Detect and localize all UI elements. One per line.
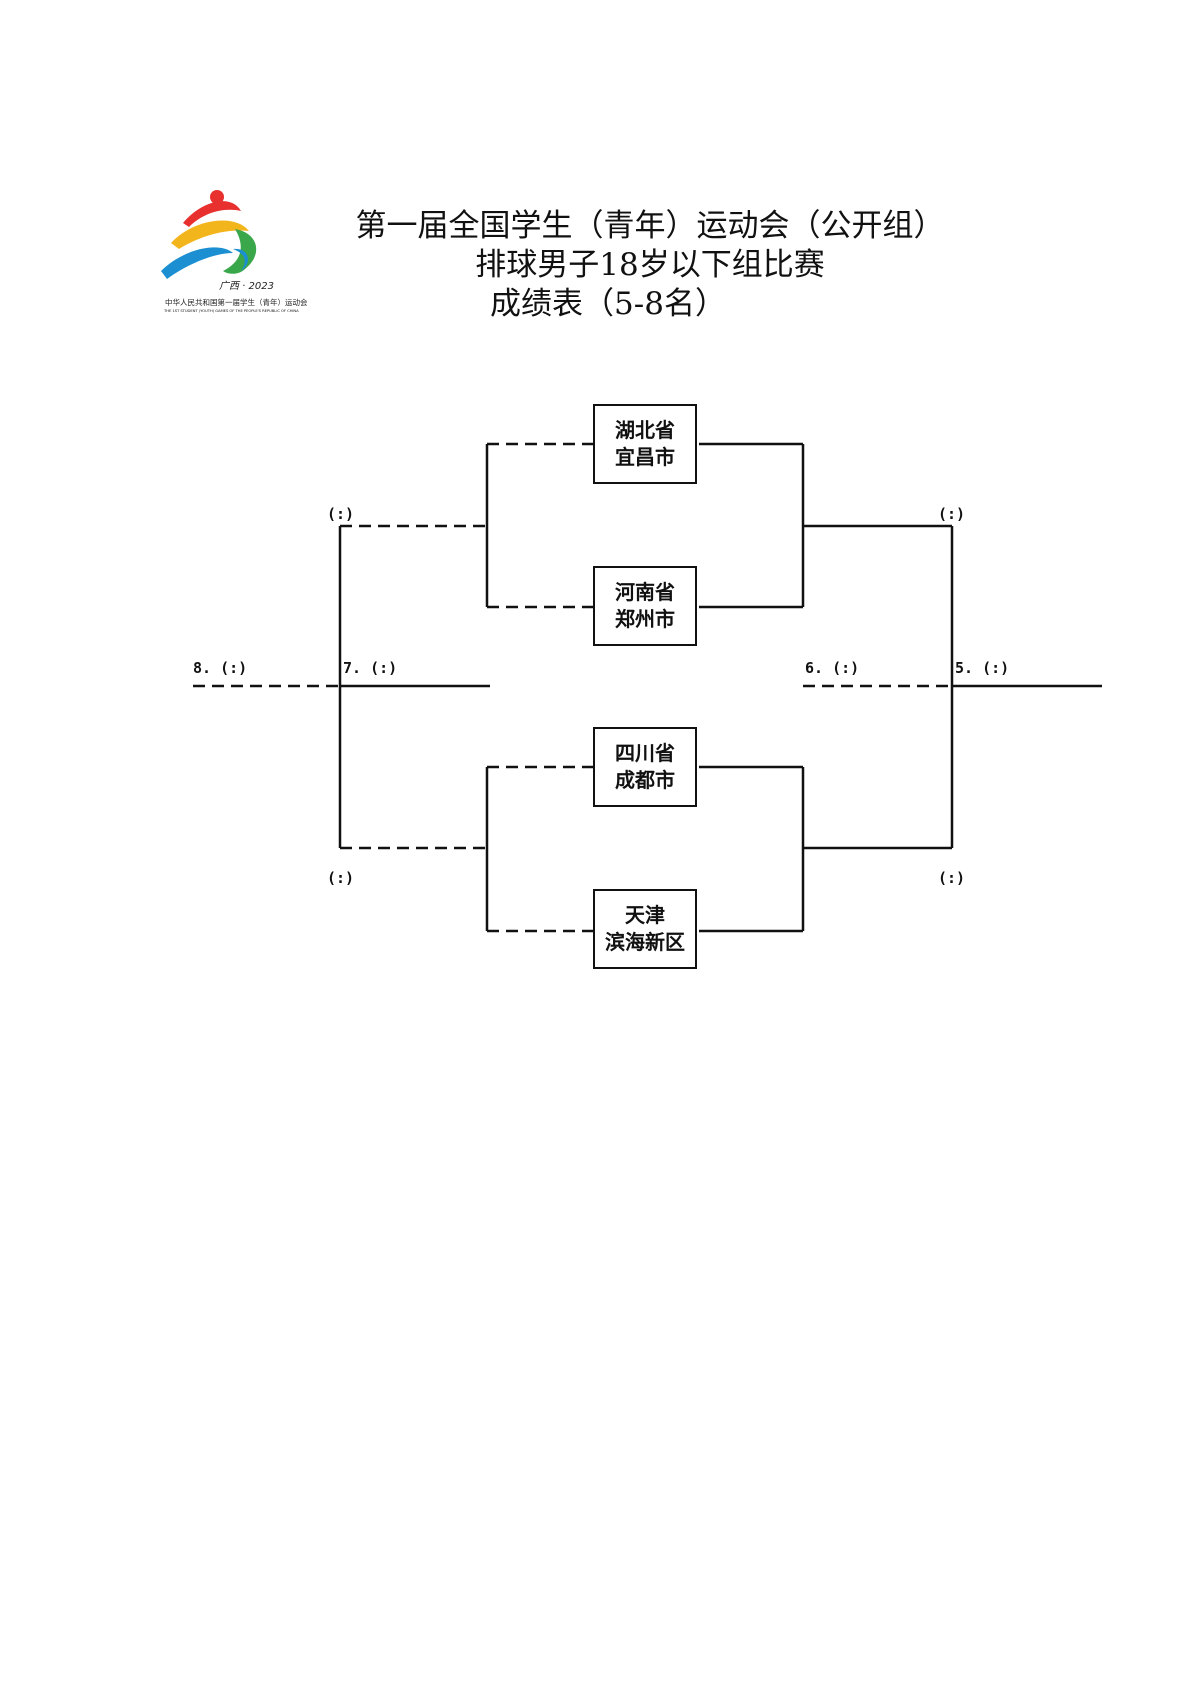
games-logo: 广西 · 2023 中华人民共和国第一届学生（青年）运动会 THE 1ST ST…: [131, 183, 321, 328]
team-box-tianjin-binhai: 天津 滨海新区: [593, 889, 697, 969]
placement-8th: 8. (:): [193, 659, 248, 677]
logo-yellow-swoosh: [171, 220, 249, 249]
logo-name-en: THE 1ST STUDENT (YOUTH) GAMES OF THE PEO…: [164, 308, 299, 313]
team-city: 宜昌市: [615, 445, 675, 469]
team-province: 湖北省: [615, 418, 675, 442]
logo-head: [210, 190, 224, 204]
score-right-bottom: (:): [938, 869, 966, 887]
team-box-sichuan-chengdu: 四川省 成都市: [593, 727, 697, 807]
team-city: 成都市: [615, 768, 675, 792]
team-province: 天津: [625, 903, 665, 927]
logo-blue-swoosh: [161, 247, 233, 279]
team-province: 河南省: [615, 580, 675, 604]
page-title-line-1: 第一届全国学生（青年）运动会（公开组）: [355, 208, 945, 244]
page-title-line-2: 排球男子18岁以下组比赛: [475, 247, 825, 283]
games-logo-graphic: [161, 190, 257, 279]
placement-5th: 5. (:): [955, 659, 1010, 677]
score-right-top: (:): [938, 505, 966, 523]
logo-year: 广西 · 2023: [219, 281, 274, 292]
team-box-henan-zhengzhou: 河南省 郑州市: [593, 566, 697, 646]
logo-name-cn: 中华人民共和国第一届学生（青年）运动会: [165, 298, 308, 307]
logo-blue-curl: [233, 248, 248, 271]
placement-7th: 7. (:): [343, 659, 398, 677]
placement-6th: 6. (:): [805, 659, 860, 677]
score-left-bottom: (:): [327, 869, 355, 887]
team-city: 郑州市: [615, 607, 675, 631]
page-title-line-3: 成绩表（5-8名）: [490, 286, 726, 322]
team-city: 滨海新区: [605, 930, 685, 954]
score-left-top: (:): [327, 505, 355, 523]
logo-red-swoosh: [183, 201, 241, 227]
team-box-hubei-yichang: 湖北省 宜昌市: [593, 404, 697, 484]
logo-green-swoosh: [223, 229, 257, 274]
team-province: 四川省: [615, 741, 675, 765]
